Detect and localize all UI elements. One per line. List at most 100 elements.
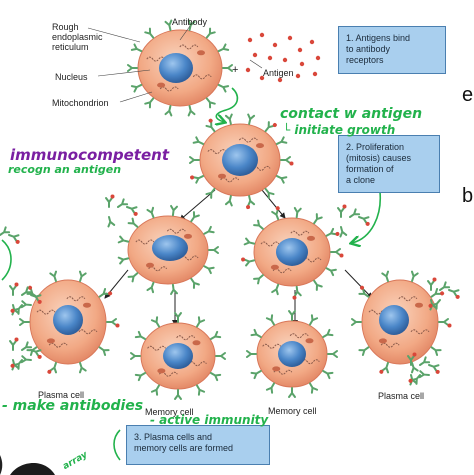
antibody-receptor	[250, 328, 262, 338]
antibody-receptor	[224, 195, 233, 207]
antibody-receptor	[288, 310, 296, 321]
antibody-receptor	[190, 175, 205, 184]
antibody-receptor	[280, 156, 294, 166]
antibodies-near-clone-left	[105, 194, 138, 228]
label-leader-lines	[87, 25, 263, 103]
antibody-receptor	[9, 337, 19, 351]
antibody-receptor	[330, 248, 344, 258]
antibody-receptor	[130, 43, 143, 53]
antibody-receptor	[275, 136, 288, 145]
antibody-receptor	[164, 19, 173, 31]
antibody-receptor	[246, 195, 256, 210]
antibody-receptor	[217, 43, 230, 53]
antibody-receptor	[19, 318, 30, 326]
nucleus-icon	[278, 341, 306, 367]
antibody-receptor	[117, 256, 130, 265]
arrow-to-plasma-right	[344, 269, 373, 299]
antibody-receptor	[189, 156, 200, 164]
nucleus-icon	[159, 53, 193, 83]
edge-letter-b: b	[462, 185, 474, 207]
arrow-to-left-clone	[179, 189, 216, 221]
antibody-receptor	[134, 330, 147, 340]
note-active-immunity: - active immunity	[150, 413, 269, 427]
note-initiate-growth: └ initiate growth	[283, 123, 396, 137]
antibody-receptor	[117, 198, 129, 208]
antibody-receptor	[246, 350, 257, 358]
antibody-receptor	[0, 226, 11, 236]
antibody-receptor	[358, 346, 370, 356]
antibody-receptor	[170, 283, 179, 296]
antigen-icon	[259, 75, 265, 81]
antigen-icon	[272, 42, 278, 48]
antibody-receptor	[21, 341, 33, 351]
antibody-receptor	[26, 285, 38, 298]
secreted-antibodies-left	[9, 282, 42, 316]
antibody-receptor	[203, 265, 215, 275]
plasma-cell-right	[351, 270, 452, 374]
label-antigen: Antigen	[263, 68, 294, 78]
secreted-antibodies-right	[427, 277, 460, 311]
antibody-receptor	[30, 294, 42, 304]
antibody-receptor	[358, 285, 370, 298]
b-cell-initial	[127, 19, 233, 117]
antibody-receptor	[20, 355, 32, 364]
edge-letter-e: e	[462, 84, 474, 106]
nucleus-icon	[163, 343, 193, 369]
antibody-receptor	[253, 274, 264, 285]
antibody-receptor	[430, 346, 442, 356]
antibody-receptor	[428, 299, 441, 310]
antibody-receptor	[325, 267, 337, 277]
label-mitochondrion: Mitochondrion	[52, 98, 109, 108]
antigen-icon	[245, 67, 251, 73]
antibody-receptor	[127, 272, 139, 283]
antigen-icon	[267, 55, 273, 61]
note-make-antibodies: - make antibodies	[2, 398, 144, 414]
antibody-receptor	[265, 382, 275, 394]
antibody-receptor	[144, 27, 155, 39]
antibody-receptor	[187, 19, 196, 31]
antibody-receptor	[271, 283, 280, 296]
antigen-icon	[299, 61, 305, 67]
secreted-antibodies-left-lower	[9, 337, 42, 371]
arrow-to-right-clone	[261, 189, 286, 219]
antibody-receptor	[78, 270, 87, 283]
antibody-receptor	[144, 97, 155, 109]
antibody-receptor	[170, 204, 179, 217]
clone-cell-right	[241, 206, 344, 300]
green-arrow-left-edge	[1, 239, 12, 281]
antigen-icon	[287, 35, 293, 41]
antibody-receptor	[209, 330, 222, 340]
antibody-receptor	[241, 257, 256, 267]
antigen-cluster	[245, 32, 321, 83]
antibody-receptor	[205, 187, 216, 199]
antibody-receptor	[150, 384, 160, 396]
antibody-receptor	[98, 288, 113, 298]
antibody-receptor	[9, 282, 19, 296]
antibody-receptor	[205, 97, 216, 109]
antibody-receptor	[117, 235, 130, 244]
antibody-receptor	[150, 316, 160, 328]
antigen-icon	[282, 57, 288, 63]
antibody-receptor	[127, 64, 138, 72]
antibody-receptor	[10, 359, 23, 370]
antibody-receptor	[419, 356, 431, 366]
antigen-icon	[252, 52, 258, 58]
label-plus: +	[232, 64, 239, 76]
antibody-receptor	[265, 314, 275, 326]
green-arrow-top	[216, 87, 239, 122]
antibody-receptor	[339, 226, 348, 238]
antibody-receptor	[247, 113, 256, 125]
antibody-receptor	[205, 27, 216, 39]
antibody-receptor	[164, 105, 173, 117]
note-immunocompetent: immunocompetent	[10, 146, 169, 164]
note-contact-antigen: contact w antigen	[280, 106, 423, 122]
antibody-receptor	[30, 349, 42, 359]
antibody-receptor	[253, 219, 264, 230]
label-nucleus: Nucleus	[55, 72, 88, 82]
nucleus-icon	[222, 144, 258, 176]
b-cell-activated	[189, 113, 294, 210]
antibody-receptor	[410, 361, 419, 374]
antibody-receptor	[21, 286, 33, 296]
antibody-receptor	[408, 374, 421, 385]
